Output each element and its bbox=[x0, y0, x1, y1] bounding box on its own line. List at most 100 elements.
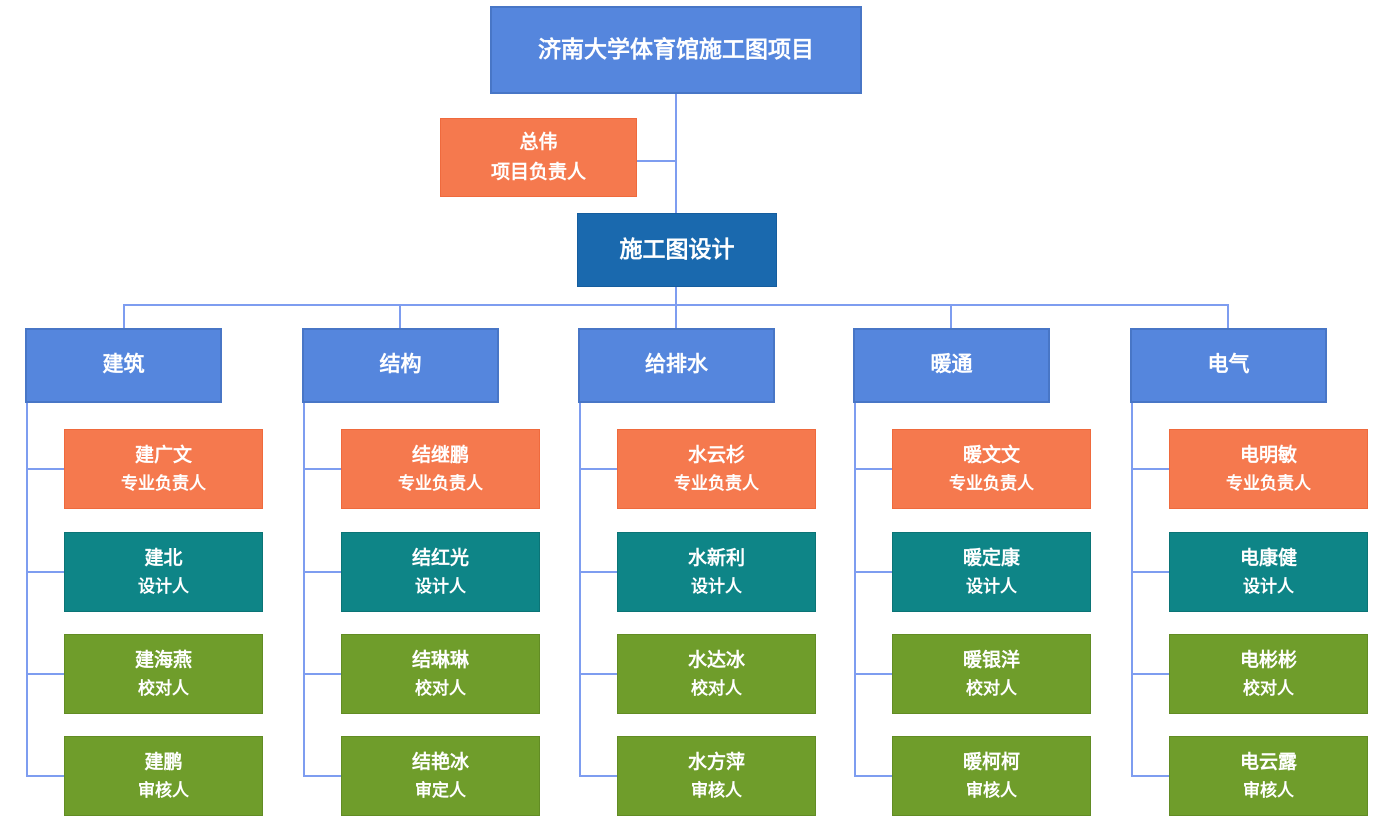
member-architecture-reviewer: 建鹏 审核人 bbox=[64, 736, 263, 816]
connector-line bbox=[854, 673, 892, 675]
person-name: 暖文文 bbox=[962, 445, 1020, 467]
connector-line bbox=[579, 775, 617, 777]
member-hvac-proofreader: 暖银洋 校对人 bbox=[892, 634, 1091, 714]
person-name: 建广文 bbox=[134, 445, 192, 467]
member-hvac-lead: 暖文文 专业负责人 bbox=[892, 429, 1091, 509]
connector-line bbox=[26, 403, 28, 777]
member-electrical-proofreader: 电彬彬 校对人 bbox=[1169, 634, 1368, 714]
person-role: 专业负责人 bbox=[949, 473, 1034, 493]
person-role: 专业负责人 bbox=[398, 473, 483, 493]
member-electrical-reviewer: 电云露 审核人 bbox=[1169, 736, 1368, 816]
person-name: 暖柯柯 bbox=[962, 752, 1020, 774]
member-architecture-proofreader: 建海燕 校对人 bbox=[64, 634, 263, 714]
person-role: 审核人 bbox=[966, 780, 1017, 800]
org-node-project-title: 济南大学体育馆施工图项目 bbox=[490, 6, 862, 94]
person-role: 校对人 bbox=[415, 678, 466, 698]
person-role: 设计人 bbox=[415, 576, 466, 596]
person-role: 校对人 bbox=[966, 678, 1017, 698]
person-name: 建北 bbox=[144, 548, 183, 570]
connector-line bbox=[303, 403, 305, 777]
person-role: 校对人 bbox=[691, 678, 742, 698]
person-name: 水达冰 bbox=[687, 650, 745, 672]
connector-line bbox=[26, 571, 64, 573]
org-node-project-manager: 总伟 项目负责人 bbox=[440, 118, 637, 197]
person-role: 专业负责人 bbox=[674, 473, 759, 493]
person-role: 校对人 bbox=[1243, 678, 1294, 698]
person-role: 审核人 bbox=[138, 780, 189, 800]
member-plumbing-lead: 水云杉 专业负责人 bbox=[617, 429, 816, 509]
person-role: 审定人 bbox=[415, 780, 466, 800]
connector-line bbox=[26, 673, 64, 675]
connector-line bbox=[303, 468, 341, 470]
person-name: 结红光 bbox=[411, 548, 469, 570]
connector-line bbox=[26, 468, 64, 470]
connector-line bbox=[1131, 403, 1133, 777]
person-role: 设计人 bbox=[966, 576, 1017, 596]
connector-line bbox=[303, 775, 341, 777]
design-phase-label: 施工图设计 bbox=[619, 236, 735, 263]
person-name: 水方萍 bbox=[687, 752, 745, 774]
dept-label: 电气 bbox=[1207, 353, 1250, 377]
member-hvac-reviewer: 暖柯柯 审核人 bbox=[892, 736, 1091, 816]
connector-line bbox=[1131, 571, 1169, 573]
member-hvac-designer: 暖定康 设计人 bbox=[892, 532, 1091, 612]
dept-label: 建筑 bbox=[102, 353, 145, 377]
person-name: 电康健 bbox=[1239, 548, 1297, 570]
dept-label: 暖通 bbox=[930, 353, 973, 377]
person-role: 审核人 bbox=[1243, 780, 1294, 800]
member-structure-lead: 结继鹏 专业负责人 bbox=[341, 429, 540, 509]
connector-line bbox=[637, 160, 677, 162]
connector-line bbox=[399, 304, 401, 328]
org-node-dept-architecture: 建筑 bbox=[25, 328, 222, 403]
person-role: 校对人 bbox=[138, 678, 189, 698]
person-name: 电云露 bbox=[1239, 752, 1297, 774]
org-node-dept-structure: 结构 bbox=[302, 328, 499, 403]
connector-line bbox=[950, 304, 952, 328]
person-name: 结继鹏 bbox=[411, 445, 469, 467]
connector-line bbox=[854, 571, 892, 573]
member-electrical-lead: 电明敏 专业负责人 bbox=[1169, 429, 1368, 509]
connector-line bbox=[854, 468, 892, 470]
connector-line bbox=[1227, 304, 1229, 328]
org-node-dept-hvac: 暖通 bbox=[853, 328, 1050, 403]
connector-line bbox=[579, 571, 617, 573]
connector-line bbox=[1131, 468, 1169, 470]
member-electrical-designer: 电康健 设计人 bbox=[1169, 532, 1368, 612]
dept-label: 结构 bbox=[379, 353, 422, 377]
connector-line bbox=[675, 304, 677, 328]
connector-line bbox=[579, 468, 617, 470]
person-role: 项目负责人 bbox=[490, 161, 586, 183]
member-plumbing-designer: 水新利 设计人 bbox=[617, 532, 816, 612]
member-architecture-designer: 建北 设计人 bbox=[64, 532, 263, 612]
connector-line bbox=[854, 403, 856, 777]
connector-line bbox=[303, 673, 341, 675]
person-name: 暖银洋 bbox=[962, 650, 1020, 672]
person-name: 建鹏 bbox=[144, 752, 183, 774]
connector-line bbox=[579, 673, 617, 675]
connector-line bbox=[579, 403, 581, 777]
connector-line bbox=[1131, 775, 1169, 777]
member-plumbing-proofreader: 水达冰 校对人 bbox=[617, 634, 816, 714]
person-name: 暖定康 bbox=[962, 548, 1020, 570]
member-structure-approver: 结艳冰 审定人 bbox=[341, 736, 540, 816]
person-name: 结琳琳 bbox=[411, 650, 469, 672]
org-node-dept-plumbing: 给排水 bbox=[578, 328, 775, 403]
person-role: 专业负责人 bbox=[1226, 473, 1311, 493]
dept-label: 给排水 bbox=[645, 353, 708, 377]
org-node-design-phase: 施工图设计 bbox=[577, 213, 777, 287]
project-title-label: 济南大学体育馆施工图项目 bbox=[538, 36, 814, 63]
connector-line bbox=[675, 93, 677, 213]
person-name: 水新利 bbox=[687, 548, 745, 570]
connector-line bbox=[26, 775, 64, 777]
connector-line bbox=[1131, 673, 1169, 675]
member-structure-proofreader: 结琳琳 校对人 bbox=[341, 634, 540, 714]
person-name: 水云杉 bbox=[687, 445, 745, 467]
person-role: 设计人 bbox=[691, 576, 742, 596]
member-architecture-lead: 建广文 专业负责人 bbox=[64, 429, 263, 509]
member-plumbing-reviewer: 水方萍 审核人 bbox=[617, 736, 816, 816]
org-node-dept-electrical: 电气 bbox=[1130, 328, 1327, 403]
person-name: 总伟 bbox=[519, 132, 558, 154]
person-role: 审核人 bbox=[691, 780, 742, 800]
person-name: 结艳冰 bbox=[411, 752, 469, 774]
connector-line bbox=[675, 287, 677, 306]
